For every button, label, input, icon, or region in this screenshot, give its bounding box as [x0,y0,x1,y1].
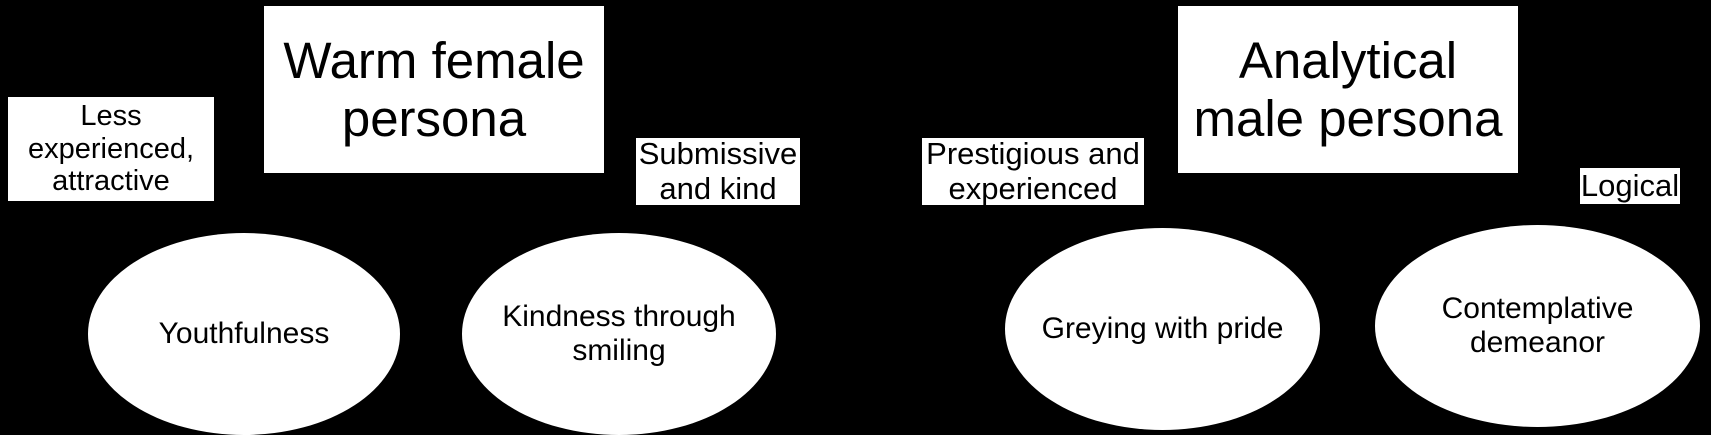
node-prestigious-and-experienced-label: Prestigious and experienced [926,135,1140,206]
node-analytical-male-persona-label: Analytical male persona [1193,32,1503,147]
node-less-experienced[interactable]: Less experienced, attractive [8,97,214,201]
node-greying-with-pride-label: Greying with pride [1041,312,1284,346]
node-less-experienced-label: Less experienced, attractive [27,100,195,198]
node-prestigious-and-experienced[interactable]: Prestigious and experienced [922,135,1144,206]
node-submissive-and-kind[interactable]: Submissive and kind [636,135,800,206]
node-contemplative-demeanor[interactable]: Contemplative demeanor [1375,225,1700,427]
node-youthfulness-label: Youthfulness [158,317,330,351]
node-contemplative-demeanor-label: Contemplative demeanor [1441,292,1634,359]
node-logical-label: Logical [1580,167,1680,203]
node-logical[interactable]: Logical [1580,168,1680,204]
node-youthfulness[interactable]: Youthfulness [88,233,400,435]
node-analytical-male-persona[interactable]: Analytical male persona [1178,6,1518,173]
node-warm-female-persona-label: Warm female persona [283,32,585,147]
node-kindness-through-smiling-label: Kindness through smiling [502,300,736,367]
node-greying-with-pride[interactable]: Greying with pride [1005,228,1320,430]
node-kindness-through-smiling[interactable]: Kindness through smiling [462,233,776,435]
node-submissive-and-kind-label: Submissive and kind [638,135,798,206]
node-warm-female-persona[interactable]: Warm female persona [264,6,604,173]
